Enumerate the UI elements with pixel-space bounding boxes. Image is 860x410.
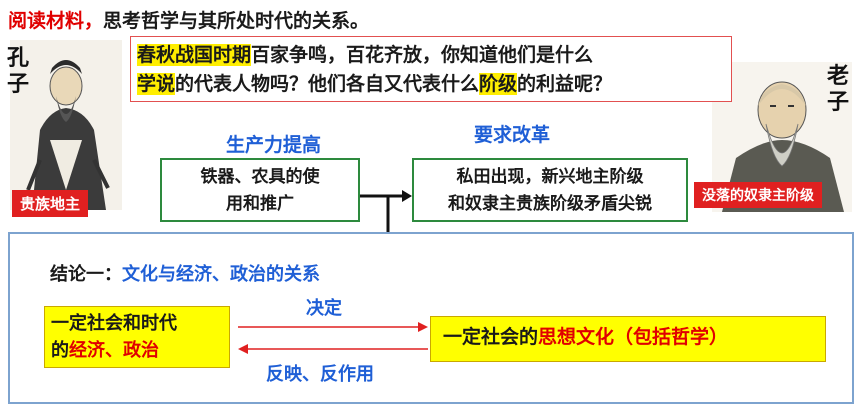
question-line-2-end: 的利益呢？	[517, 73, 613, 95]
private-land-box: 私田出现，新兴地主阶级 和奴隶主贵族阶级矛盾尖锐	[412, 158, 688, 222]
question-highlight-period: 春秋战国时期	[137, 44, 252, 66]
conclusion-label: 结论一：	[50, 264, 122, 285]
ideology-culture-prefix: 一定社会的	[443, 326, 539, 348]
question-highlight-doctrine: 学说	[137, 73, 176, 95]
economy-politics-line-2: 的经济、政治	[51, 337, 223, 364]
title-prefix: 阅读材料，	[8, 10, 104, 32]
ideology-culture-emphasis: 思想文化（包括哲学）	[538, 326, 729, 348]
page-title: 阅读材料，思考哲学与其所处时代的关系。	[8, 6, 369, 33]
confucius-name-char-2: 子	[6, 72, 29, 97]
question-line-1: 春秋战国时期百家争鸣，百花齐放，你知道他们是什么	[137, 41, 725, 70]
iron-tools-line-1: 铁器、农具的使	[200, 167, 320, 187]
reflect-react-label: 反映、反作用	[266, 364, 374, 385]
question-line-2: 学说的代表人物吗？他们各自又代表什么阶级的利益呢？	[137, 70, 725, 99]
laozi-class-tag: 没落的奴隶主阶级	[694, 182, 822, 208]
confucius-portrait	[10, 40, 122, 210]
flow-arrow	[360, 190, 412, 238]
question-line-2-mid: 的代表人物吗？他们各自又代表什么	[175, 73, 480, 95]
laozi-name-char-1: 老	[826, 64, 849, 89]
iron-tools-box: 铁器、农具的使 用和推广	[160, 158, 360, 222]
iron-tools-line-2: 用和推广	[226, 194, 294, 214]
ideology-culture-box: 一定社会的思想文化（包括哲学）	[430, 316, 826, 362]
economy-politics-emphasis: 经济、政治	[69, 340, 159, 361]
economy-politics-box: 一定社会和时代 的经济、政治	[44, 306, 230, 368]
productivity-heading: 生产力提高	[226, 134, 322, 156]
private-land-line-1: 私田出现，新兴地主阶级	[456, 167, 644, 187]
determine-label: 决定	[306, 298, 342, 319]
laozi-name-char-2: 子	[826, 90, 849, 115]
confucius-name: 孔 子	[6, 46, 30, 98]
conclusion-heading: 结论一：文化与经济、政治的关系	[50, 260, 320, 286]
confucius-class-tag: 贵族地主	[12, 190, 89, 217]
private-land-line-2: 和奴隶主贵族阶级矛盾尖锐	[448, 194, 652, 214]
title-text: 思考哲学与其所处时代的关系。	[103, 10, 370, 32]
determine-arrow	[238, 322, 428, 332]
reflect-arrow	[238, 344, 428, 354]
confucius-name-char-1: 孔	[6, 46, 29, 71]
economy-politics-line-1: 一定社会和时代	[51, 313, 177, 334]
conclusion-panel: 结论一：文化与经济、政治的关系 一定社会和时代 的经济、政治 一定社会的思想文化…	[8, 232, 854, 404]
economy-politics-prefix: 的	[51, 340, 69, 361]
question-line-1-text: 百家争鸣，百花齐放，你知道他们是什么	[251, 44, 594, 66]
question-highlight-class: 阶级	[479, 73, 518, 95]
reform-heading: 要求改革	[474, 124, 551, 146]
conclusion-topic: 文化与经济、政治的关系	[122, 264, 320, 285]
question-box: 春秋战国时期百家争鸣，百花齐放，你知道他们是什么 学说的代表人物吗？他们各自又代…	[130, 36, 732, 102]
laozi-name: 老 子	[826, 64, 850, 116]
